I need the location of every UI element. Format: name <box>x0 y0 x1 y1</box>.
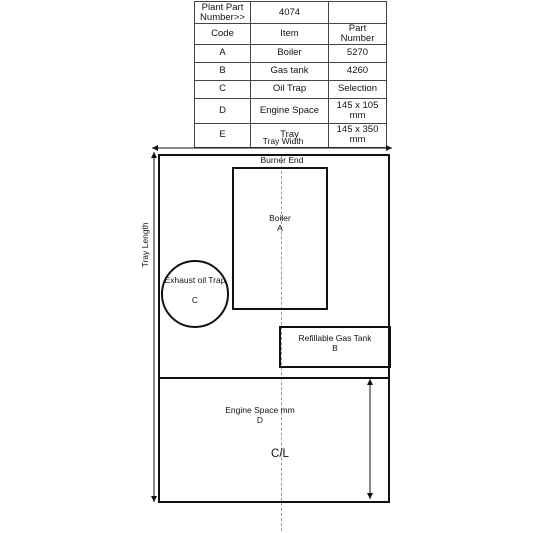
table-cell: 145 x 105 mm <box>328 97 387 124</box>
column-header-part-number: Part Number <box>328 23 387 45</box>
gas-tank-label: Refillable Gas Tank <box>298 333 372 343</box>
gas-tank-box <box>279 326 391 368</box>
table-cell: Selection <box>328 79 387 99</box>
table-cell: Gas tank <box>250 61 329 81</box>
engine-space-code: D <box>256 415 264 425</box>
table-header-row: Code Item Part Number <box>194 23 387 45</box>
column-header-item: Item <box>250 23 329 45</box>
table-cell <box>328 1 387 24</box>
engine-space-arrow <box>367 379 373 499</box>
table-cell: Engine Space <box>250 97 329 124</box>
engine-space-divider <box>158 377 390 379</box>
boiler-label: Boiler <box>269 213 291 223</box>
oil-trap-circle <box>161 260 229 328</box>
boiler-box <box>232 167 328 310</box>
table-cell: 4260 <box>328 61 387 81</box>
table-cell: B <box>194 61 251 81</box>
table-cell: D <box>194 97 251 124</box>
table-cell: 4074 <box>250 1 329 24</box>
table-cell: Oil Trap <box>250 79 329 99</box>
oil-trap-label: Exhaust oil Trap <box>164 275 226 285</box>
center-line <box>281 156 282 531</box>
table-cell: 145 x 350 mm <box>328 122 387 148</box>
table-row: B Gas tank 4260 <box>194 61 387 81</box>
burner-end-label: Burner End <box>260 155 304 165</box>
table-row: Plant Part Number>> 4074 <box>194 1 387 24</box>
table-row: C Oil Trap Selection <box>194 79 387 99</box>
table-cell: C <box>194 79 251 99</box>
boiler-code: A <box>277 223 283 233</box>
centerline-label: C/L <box>271 448 289 460</box>
table-cell: 5270 <box>328 43 387 63</box>
tray-width-arrow <box>152 145 392 151</box>
column-header-code: Code <box>194 23 251 45</box>
oil-trap-code: C <box>191 295 199 305</box>
gas-tank-code: B <box>332 343 338 353</box>
table-row: A Boiler 5270 <box>194 43 387 63</box>
tray-length-label: Tray Length <box>140 222 151 268</box>
table-cell: Plant Part Number>> <box>194 1 251 24</box>
tray-length-arrow <box>151 152 157 502</box>
table-row: D Engine Space 145 x 105 mm <box>194 97 387 124</box>
table-row: E Tray 145 x 350 mm <box>194 122 387 148</box>
parts-table: Plant Part Number>> 4074 Code Item Part … <box>194 1 387 148</box>
engine-space-label: Engine Space mm <box>225 405 295 415</box>
table-cell: Boiler <box>250 43 329 63</box>
table-cell: E <box>194 122 251 148</box>
tray-width-label: Tray Width <box>262 136 304 146</box>
table-cell: A <box>194 43 251 63</box>
